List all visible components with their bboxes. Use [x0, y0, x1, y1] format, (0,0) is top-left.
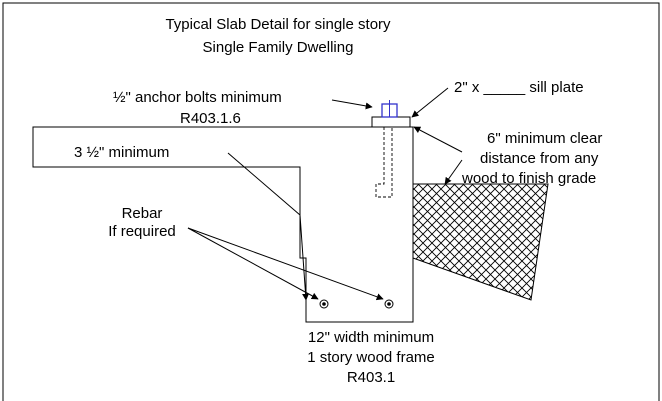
clearance-label-3: wood to finish grade	[461, 170, 596, 187]
clearance-label-1: 6" minimum clear	[487, 130, 602, 147]
footing-label-3: R403.1	[347, 369, 395, 386]
clearance-leader-lower	[444, 159, 463, 185]
rebar-leader-left	[187, 227, 319, 300]
anchor-bolts-label: ½" anchor bolts minimum	[113, 89, 282, 106]
sill-plate-leader	[411, 87, 449, 118]
title-line-2: Single Family Dwelling	[203, 39, 354, 56]
slab-thickness-label: 3 ½" minimum	[74, 144, 169, 161]
slab-thickness-leader	[227, 152, 310, 301]
rebar-label-2: If required	[108, 223, 176, 240]
clearance-leader-upper	[413, 126, 463, 153]
anchor-bolts-leader	[331, 99, 373, 110]
finish-grade-soil	[412, 183, 549, 301]
rebar-label-1: Rebar	[122, 205, 163, 222]
rebar-leader-right	[187, 227, 384, 301]
footing-label-2: 1 story wood frame	[307, 349, 435, 366]
anchor-bolts-code: R403.1.6	[180, 110, 241, 127]
clearance-label-2: distance from any	[480, 150, 599, 167]
sill-plate	[371, 116, 411, 128]
sill-plate-label: 2" x _____ sill plate	[454, 79, 584, 96]
title-line-1: Typical Slab Detail for single story	[165, 16, 391, 33]
rebar-left-core	[322, 302, 326, 306]
footing-label-1: 12" width minimum	[308, 329, 434, 346]
rebar-right-core	[387, 302, 391, 306]
anchor-bolt	[375, 100, 398, 198]
anchor-bolt-shank	[375, 127, 393, 198]
